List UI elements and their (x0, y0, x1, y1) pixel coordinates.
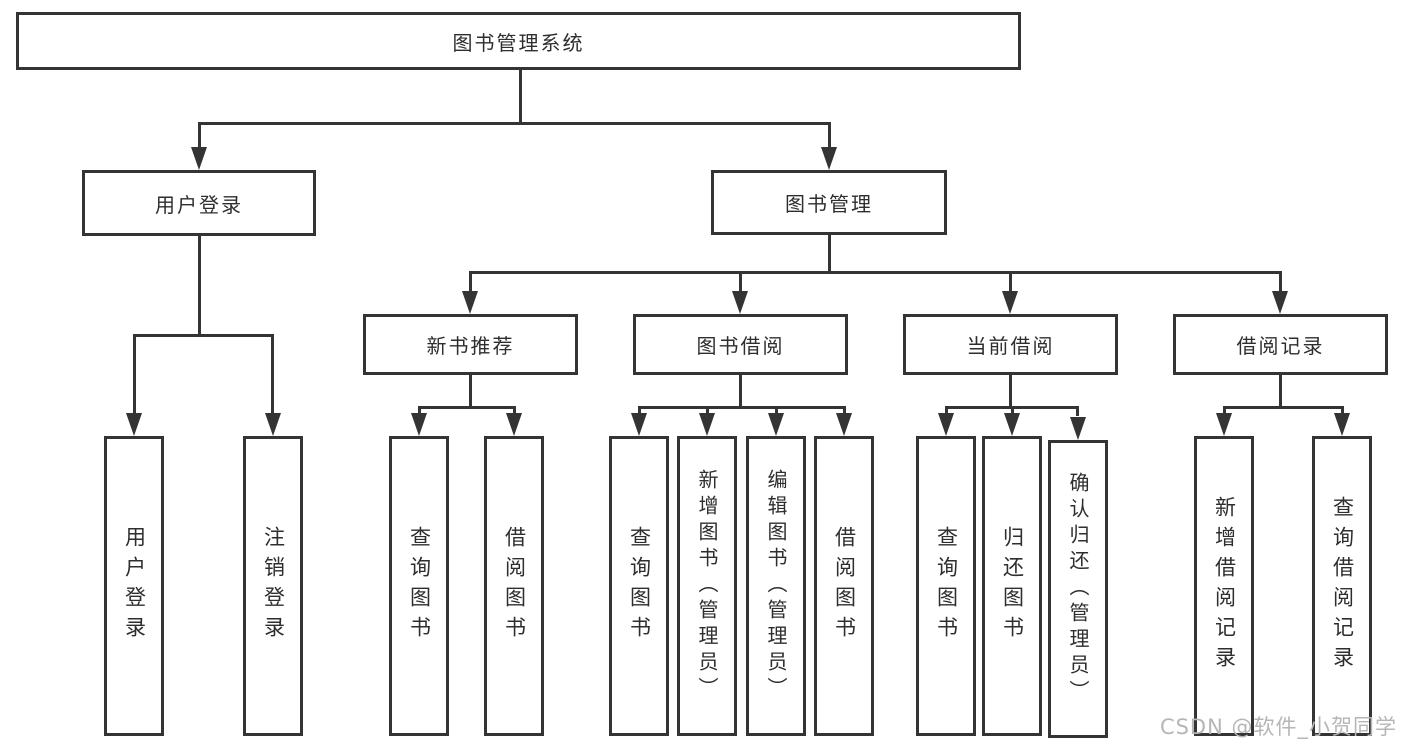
connector-line (271, 334, 274, 416)
arrow-down-icon (126, 413, 142, 436)
arrow-down-icon (1334, 413, 1350, 436)
connector-line (1279, 375, 1282, 409)
connector-line (1011, 406, 1014, 416)
connector-line (638, 406, 846, 409)
node-leaf-add-borrow-record: 新增借阅记录 (1194, 436, 1254, 736)
arrow-down-icon (411, 413, 427, 436)
arrow-down-icon (836, 413, 852, 436)
connector-line (418, 406, 421, 416)
node-root: 图书管理系统 (16, 12, 1021, 70)
node-leaf-confirm-return-admin: 确认归还（管理员） (1048, 440, 1108, 738)
node-leaf-borrow-books-2: 借阅图书 (814, 436, 874, 736)
arrow-down-icon (265, 413, 281, 436)
connector-line (1279, 271, 1282, 293)
arrow-down-icon (1272, 291, 1288, 314)
arrow-down-icon (732, 291, 748, 314)
node-label: 新增借阅记录 (1212, 496, 1237, 676)
arrow-down-icon (938, 413, 954, 436)
arrow-down-icon (631, 413, 647, 436)
node-label: 借阅图书 (502, 526, 527, 646)
node-label: 归还图书 (1000, 526, 1025, 646)
arrow-down-icon (462, 291, 478, 314)
node-leaf-return-books: 归还图书 (982, 436, 1042, 736)
node-borrow-records: 借阅记录 (1173, 314, 1388, 375)
connector-line (739, 271, 742, 293)
node-leaf-query-borrow-record: 查询借阅记录 (1312, 436, 1372, 736)
connector-line (843, 406, 846, 416)
arrow-down-icon (191, 147, 207, 170)
node-book-borrow: 图书借阅 (633, 314, 848, 375)
arrow-down-icon (1004, 413, 1020, 436)
node-label: 查询图书 (934, 526, 959, 646)
connector-line (469, 375, 472, 409)
node-book-management: 图书管理 (711, 170, 947, 235)
connector-line (198, 122, 831, 125)
arrow-down-icon (768, 413, 784, 436)
arrow-down-icon (699, 413, 715, 436)
connector-line (828, 235, 831, 274)
connector-line (519, 70, 522, 122)
connector-line (198, 236, 201, 336)
connector-line (828, 122, 831, 150)
connector-line (1223, 406, 1226, 416)
connector-line (945, 406, 948, 416)
node-label: 编辑图书（管理员） (764, 469, 788, 703)
node-current-borrow: 当前借阅 (903, 314, 1118, 375)
node-label: 确认归还（管理员） (1066, 472, 1090, 706)
node-label: 注销登录 (261, 526, 286, 646)
connector-line (638, 406, 641, 416)
node-leaf-add-books-admin: 新增图书（管理员） (677, 436, 737, 736)
node-leaf-query-books-2: 查询图书 (609, 436, 669, 736)
connector-line (418, 406, 516, 409)
connector-line (1223, 406, 1344, 409)
connector-line (1009, 271, 1012, 293)
node-new-book-recommend: 新书推荐 (363, 314, 578, 375)
connector-line (469, 271, 1282, 274)
connector-line (513, 406, 516, 416)
connector-line (706, 406, 709, 416)
connector-line (133, 334, 136, 416)
node-leaf-query-books-1: 查询图书 (389, 436, 449, 736)
node-leaf-user-login: 用户登录 (104, 436, 164, 736)
connector-line (739, 375, 742, 409)
arrow-down-icon (1002, 291, 1018, 314)
arrow-down-icon (1070, 417, 1086, 440)
arrow-down-icon (1216, 413, 1232, 436)
node-leaf-borrow-books-1: 借阅图书 (484, 436, 544, 736)
node-label: 查询图书 (407, 526, 432, 646)
node-leaf-logout: 注销登录 (243, 436, 303, 736)
watermark: CSDN @软件_小贺同学 (1159, 715, 1397, 739)
connector-line (1076, 406, 1079, 416)
node-label: 查询借阅记录 (1330, 496, 1355, 676)
connector-line (198, 122, 201, 150)
node-user-login: 用户登录 (82, 170, 316, 236)
node-label: 用户登录 (122, 526, 147, 646)
connector-line (1341, 406, 1344, 416)
arrow-down-icon (506, 413, 522, 436)
connector-line (133, 334, 274, 337)
connector-line (775, 406, 778, 416)
connector-line (1009, 375, 1012, 409)
node-label: 新增图书（管理员） (695, 469, 719, 703)
connector-line (469, 271, 472, 293)
node-label: 查询图书 (627, 526, 652, 646)
node-label: 借阅图书 (832, 526, 857, 646)
arrow-down-icon (821, 147, 837, 170)
node-leaf-edit-books-admin: 编辑图书（管理员） (746, 436, 806, 736)
node-leaf-query-books-3: 查询图书 (916, 436, 976, 736)
